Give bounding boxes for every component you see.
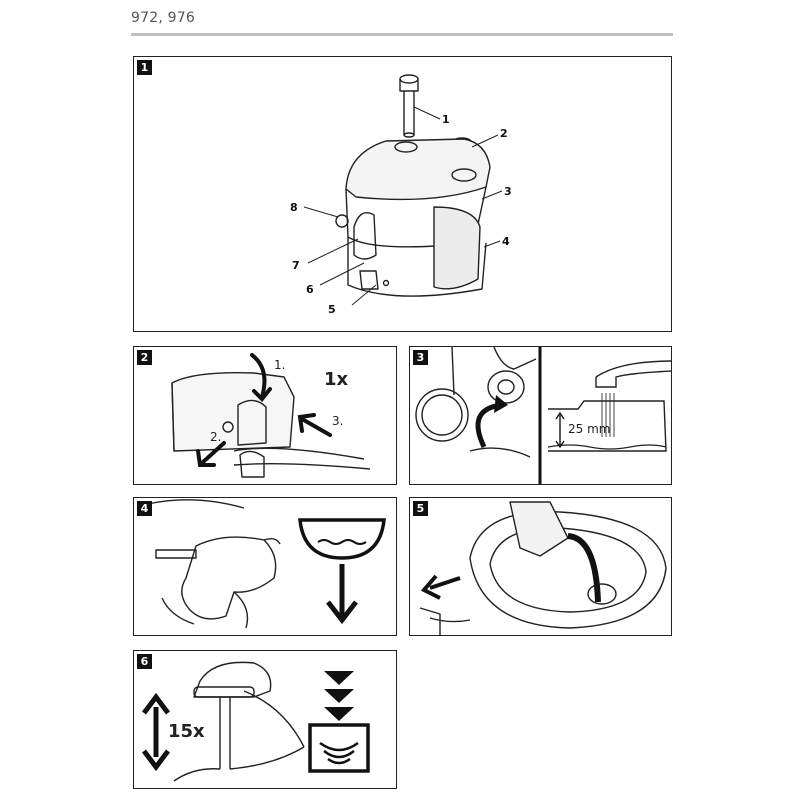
arrow-icon — [475, 402, 503, 449]
arrow-icon — [142, 692, 170, 772]
panel-3-fill: 3 25 mm — [409, 346, 672, 485]
header-model-numbers: 972, 976 — [131, 10, 195, 26]
down-arrow-icon — [326, 564, 358, 625]
panel-4-drain: 4 — [133, 497, 397, 636]
repeat-count: 1x — [324, 369, 349, 390]
triple-chevron-down-icon — [324, 671, 354, 721]
toilet-diagram: 1 2 3 4 5 6 7 8 — [290, 74, 512, 316]
callout-5: 5 — [328, 303, 336, 316]
callout-7: 7 — [292, 259, 300, 272]
sink-drain-icon — [298, 518, 386, 560]
measure-label: 25 mm — [568, 422, 610, 436]
panel-number: 1 — [137, 60, 152, 75]
callout-1: 1 — [442, 113, 450, 126]
arrow-icon — [196, 353, 332, 467]
step-3-label: 3. — [332, 414, 343, 428]
step-2-label: 2. — [210, 430, 221, 444]
callout-3: 3 — [504, 185, 512, 198]
callout-6: 6 — [306, 283, 314, 296]
panel-number: 2 — [137, 350, 152, 365]
repeat-count: 15x — [168, 721, 205, 742]
panel-5-empty: 5 — [409, 497, 672, 636]
panel-number: 3 — [413, 350, 428, 365]
callout-2: 2 — [500, 127, 508, 140]
callout-8: 8 — [290, 201, 298, 214]
panel-number: 5 — [413, 501, 428, 516]
arrow-icon — [420, 574, 461, 600]
panel-6-pump: 6 15x — [133, 650, 397, 789]
water-tap-icon — [595, 360, 671, 388]
callout-4: 4 — [502, 235, 510, 248]
water-level-icon — [308, 723, 370, 773]
step-1-label: 1. — [274, 358, 285, 372]
panel-2-unlock: 2 1. 2. 3. 1x — [133, 346, 397, 485]
panel-number: 4 — [137, 501, 152, 516]
pump-rod-icon — [399, 74, 419, 138]
header-divider — [131, 33, 673, 36]
panel-1-overview: 1 — [133, 56, 672, 332]
panel-number: 6 — [137, 654, 152, 669]
